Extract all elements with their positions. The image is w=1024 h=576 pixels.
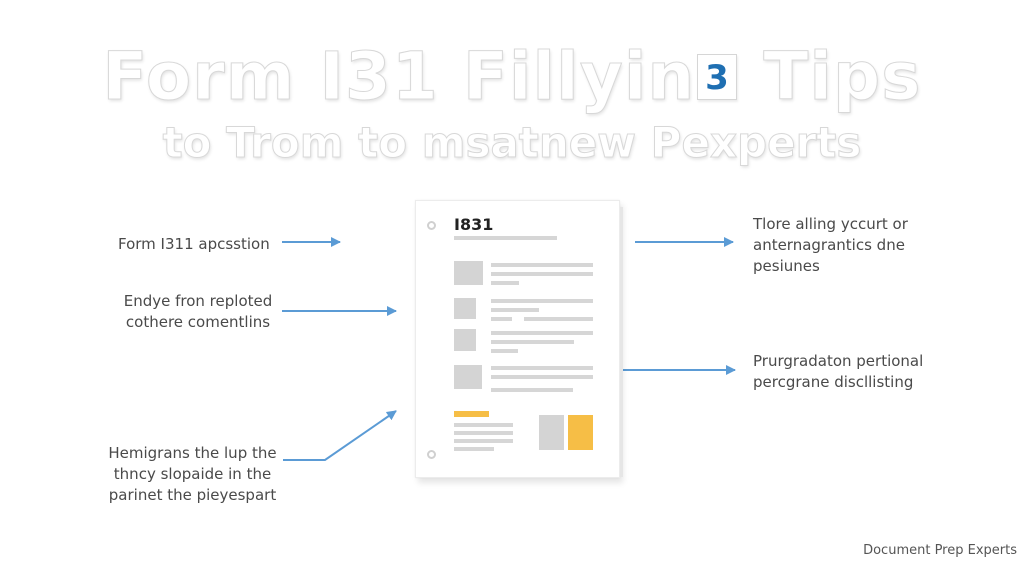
- title-text-end: Tips: [739, 38, 922, 116]
- text-line: [454, 423, 513, 427]
- image-placeholder: [454, 298, 476, 319]
- text-line: [491, 299, 593, 303]
- left-label-2: Endye fron reploted cothere comentlins: [123, 292, 273, 331]
- right-label-1: Tlore alling yccurt or anternagrantics d…: [753, 215, 908, 275]
- text-line: [491, 331, 593, 335]
- number-badge: 3: [697, 53, 738, 100]
- binder-hole-icon: [427, 221, 436, 230]
- image-placeholder: [454, 329, 476, 351]
- text-line: [491, 281, 519, 285]
- brand-footer: Document Prep Experts: [863, 543, 1017, 558]
- text-line: [491, 317, 512, 321]
- text-line: [491, 340, 574, 344]
- highlight-bar: [454, 411, 489, 417]
- text-line: [491, 349, 518, 353]
- page-subtitle: to Trom to msatnew Pexperts: [162, 118, 862, 168]
- binder-hole-icon: [427, 450, 436, 459]
- document-illustration: I831: [415, 200, 623, 478]
- yellow-block: [568, 415, 593, 450]
- text-line: [491, 272, 593, 276]
- text-line: [491, 366, 593, 370]
- right-label-2: Prurgradaton pertional percgrane disclli…: [753, 352, 924, 391]
- gray-block: [539, 415, 564, 450]
- page-edge: [620, 207, 623, 477]
- arrow-left-3: [283, 410, 397, 461]
- left-label-3: Hemigrans the lup the thncy slopaide in …: [108, 444, 277, 504]
- heading-underline: [454, 236, 557, 240]
- image-placeholder: [454, 261, 483, 285]
- left-label-1: Form I311 apcsstion: [118, 235, 270, 253]
- text-line: [524, 317, 593, 321]
- document-heading: I831: [454, 215, 494, 234]
- text-line: [454, 439, 513, 443]
- text-line: [454, 447, 494, 451]
- text-line: [491, 388, 573, 392]
- text-line: [491, 308, 539, 312]
- text-line: [454, 431, 513, 435]
- text-line: [491, 375, 593, 379]
- image-placeholder: [454, 365, 482, 389]
- text-line: [491, 263, 593, 267]
- title-text-start: Form I31 Fillyin: [102, 38, 696, 116]
